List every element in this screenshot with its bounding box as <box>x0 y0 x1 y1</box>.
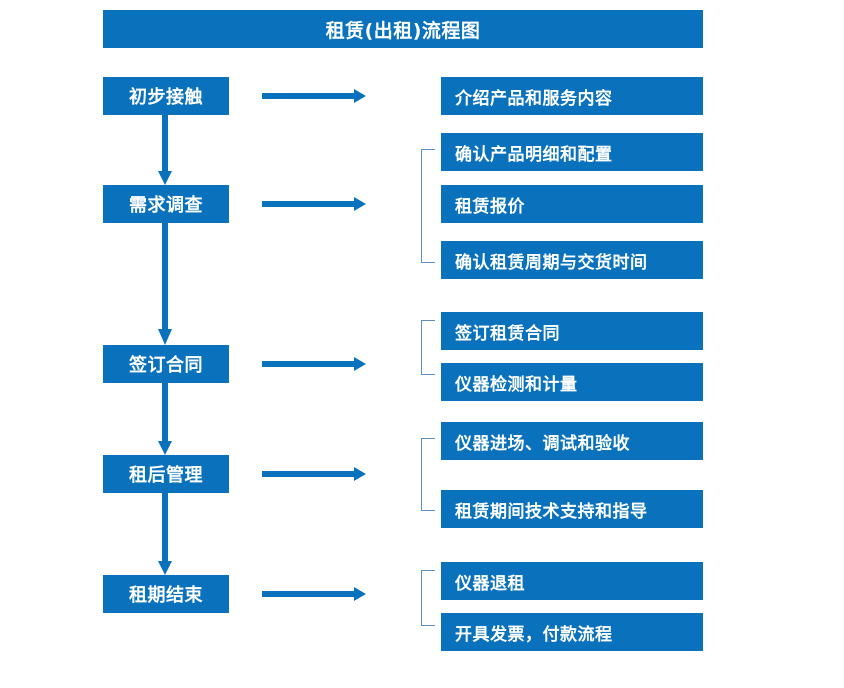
detail-box-4-2[interactable]: 租赁期间技术支持和指导 <box>441 490 703 528</box>
stage-box-1[interactable]: 初步接触 <box>103 77 229 115</box>
group-bracket-3 <box>421 320 435 375</box>
detail-box-3-1[interactable]: 签订租赁合同 <box>441 312 703 350</box>
down-arrow-icon-1 <box>158 115 172 185</box>
group-bracket-4 <box>421 438 435 511</box>
stage-box-3[interactable]: 签订合同 <box>103 345 229 383</box>
group-bracket-5 <box>421 570 435 626</box>
group-bracket-2 <box>421 149 435 263</box>
detail-box-4-1[interactable]: 仪器进场、调试和验收 <box>441 422 703 460</box>
detail-box-2-3[interactable]: 确认租赁周期与交货时间 <box>441 241 703 279</box>
stage-box-4[interactable]: 租后管理 <box>103 455 229 493</box>
detail-box-2-1[interactable]: 确认产品明细和配置 <box>441 133 703 171</box>
right-arrow-icon-5 <box>262 587 366 601</box>
flowchart-title: 租赁(出租)流程图 <box>103 10 703 48</box>
stage-box-5[interactable]: 租期结束 <box>103 575 229 613</box>
right-arrow-icon-3 <box>262 357 366 371</box>
detail-box-5-2[interactable]: 开具发票，付款流程 <box>441 613 703 651</box>
right-arrow-icon-2 <box>262 197 366 211</box>
detail-box-1-1[interactable]: 介绍产品和服务内容 <box>441 77 703 115</box>
down-arrow-icon-2 <box>158 223 172 345</box>
down-arrow-icon-4 <box>158 493 172 575</box>
down-arrow-icon-3 <box>158 383 172 455</box>
right-arrow-icon-1 <box>262 89 366 103</box>
detail-box-2-2[interactable]: 租赁报价 <box>441 185 703 223</box>
detail-box-3-2[interactable]: 仪器检测和计量 <box>441 363 703 401</box>
stage-box-2[interactable]: 需求调查 <box>103 185 229 223</box>
right-arrow-icon-4 <box>262 467 366 481</box>
detail-box-5-1[interactable]: 仪器退租 <box>441 562 703 600</box>
